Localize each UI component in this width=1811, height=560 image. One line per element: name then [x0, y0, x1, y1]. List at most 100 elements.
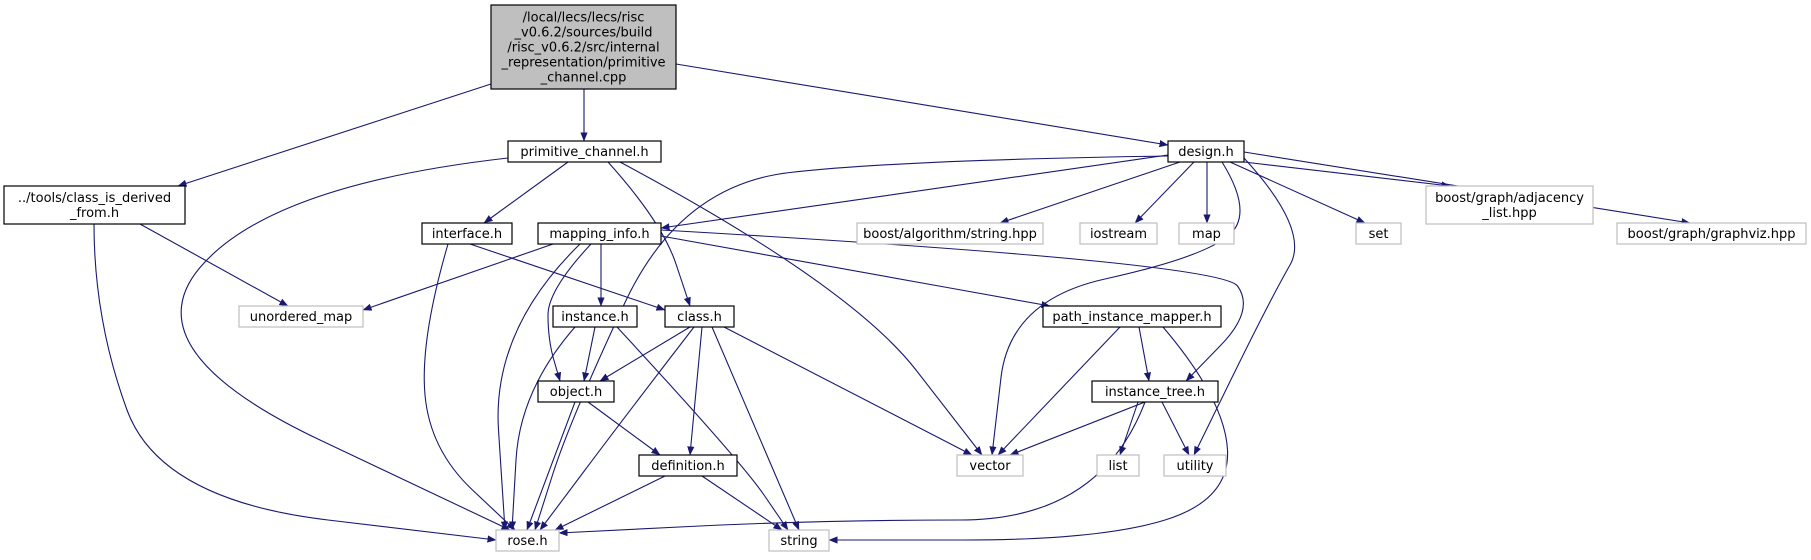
node-box: [421, 222, 513, 245]
node-instance-h[interactable]: instance.h: [552, 305, 638, 328]
edge-primitive-channel-h-to-interface-h: [483, 161, 569, 224]
node-label-line: rose.h: [507, 534, 547, 549]
edge-interface-h-to-rose-h: [423, 243, 516, 531]
node-box: [537, 222, 662, 245]
node-vector: vector: [956, 454, 1024, 477]
edge-instance-tree-h-to-vector: [1009, 401, 1146, 456]
edge-object-h-to-definition-h: [587, 401, 661, 456]
node-label-line: class.h: [677, 310, 722, 325]
edges-layer: [93, 63, 1691, 544]
node-box: [238, 305, 364, 328]
node-box: [1355, 222, 1402, 245]
edge-root-to-class-is-derived-from-h: [177, 83, 492, 187]
node-box: [1079, 222, 1158, 245]
node-label-line: mapping_info.h: [549, 227, 649, 242]
node-label-line: boost/graph/graphviz.hpp: [1628, 227, 1796, 242]
nodes-layer: /local/lecs/lecs/risc_v0.6.2/sources/bui…: [3, 4, 1807, 552]
node-label-line: _from.h: [69, 206, 119, 221]
node-label-line: instance.h: [561, 310, 628, 325]
node-design-h[interactable]: design.h: [1167, 140, 1245, 163]
edge-path-instance-mapper-h-to-vector: [997, 326, 1121, 456]
node-box: [1425, 185, 1594, 225]
edge-mapping-info-h-to-object-h: [547, 243, 592, 382]
node-mapping-info-h[interactable]: mapping_info.h: [537, 222, 662, 245]
edge-class-h-to-vector: [723, 326, 973, 456]
node-instance-tree-h[interactable]: instance_tree.h: [1091, 380, 1219, 403]
node-box: [490, 4, 677, 90]
node-map: map: [1178, 222, 1235, 245]
edge-design-h-to-boost-graph-adjacency-list-hpp: [1243, 161, 1451, 189]
node-path-instance-mapper-h[interactable]: path_instance_mapper.h: [1042, 305, 1222, 328]
node-label-line: design.h: [1178, 145, 1234, 160]
node-label-line: iostream: [1090, 227, 1147, 242]
node-label-line: string: [780, 534, 817, 549]
node-root[interactable]: /local/lecs/lecs/risc_v0.6.2/sources/bui…: [490, 4, 677, 90]
node-box: [537, 380, 615, 403]
node-label-line: _v0.6.2/sources/build: [514, 26, 653, 41]
node-label-line: /risc_v0.6.2/src/internal: [507, 41, 659, 56]
node-label-line: boost/graph/adjacency: [1435, 191, 1584, 206]
node-label-line: primitive_channel.h: [520, 145, 648, 160]
edge-design-h-to-rose-h: [534, 155, 1169, 531]
node-box: [1042, 305, 1222, 328]
node-utility: utility: [1163, 454, 1227, 477]
edge-primitive-channel-h-to-vector: [619, 161, 983, 456]
node-label-line: object.h: [550, 385, 602, 400]
node-list: list: [1096, 454, 1140, 477]
node-label-line: _representation/primitive: [500, 56, 665, 71]
node-box: [1096, 454, 1140, 477]
node-label-line: /local/lecs/lecs/risc: [523, 11, 645, 26]
node-object-h[interactable]: object.h: [537, 380, 615, 403]
node-box: [552, 305, 638, 328]
node-label-line: path_instance_mapper.h: [1052, 310, 1211, 325]
edge-mapping-info-h-to-rose-h: [497, 243, 581, 531]
node-string: string: [768, 529, 830, 552]
node-box: [638, 454, 738, 477]
node-box: [1163, 454, 1227, 477]
edge-design-h-to-mapping-info-h: [660, 154, 1169, 231]
node-label-line: utility: [1177, 459, 1214, 474]
edge-class-h-to-rose-h: [539, 326, 695, 531]
node-label-line: unordered_map: [250, 310, 353, 325]
node-label-line: vector: [969, 459, 1011, 474]
node-interface-h[interactable]: interface.h: [421, 222, 513, 245]
edge-design-h-to-iostream: [1134, 161, 1195, 224]
edge-class-h-to-definition-h: [687, 326, 703, 456]
node-definition-h[interactable]: definition.h: [638, 454, 738, 477]
node-iostream: iostream: [1079, 222, 1158, 245]
node-label-line: ../tools/class_is_derived: [18, 191, 171, 206]
node-box: [1178, 222, 1235, 245]
node-box: [495, 529, 560, 552]
node-rose-h: rose.h: [495, 529, 560, 552]
node-box: [956, 454, 1024, 477]
edge-definition-h-to-rose-h: [554, 475, 666, 531]
edge-path-instance-mapper-h-to-instance-tree-h: [1138, 326, 1151, 382]
node-box: [1167, 140, 1245, 163]
edge-instance-h-to-object-h: [582, 326, 596, 382]
node-class-is-derived-from-h[interactable]: ../tools/class_is_derived_from.h: [3, 185, 186, 225]
node-box: [664, 305, 735, 328]
node-label-line: interface.h: [432, 227, 502, 242]
edge-primitive-channel-h-to-class-h: [607, 161, 691, 307]
node-primitive-channel-h[interactable]: primitive_channel.h: [507, 140, 662, 163]
edge-mapping-info-h-to-path-instance-mapper-h: [660, 235, 1051, 309]
edge-class-h-to-object-h: [599, 326, 691, 382]
node-class-h[interactable]: class.h: [664, 305, 735, 328]
node-box: [507, 140, 662, 163]
edge-path-instance-mapper-h-to-string: [828, 326, 1229, 544]
node-box: [1616, 222, 1807, 245]
edge-class-h-to-string: [711, 326, 800, 531]
edge-interface-h-to-class-h: [469, 243, 666, 311]
edge-class-is-derived-from-h-to-unordered-map: [139, 223, 289, 307]
edge-class-is-derived-from-h-to-rose-h: [93, 223, 497, 543]
node-box: [1091, 380, 1219, 403]
edge-design-h-to-vector: [989, 161, 1241, 456]
node-boost-graph-adjacency-list-hpp: boost/graph/adjacency_list.hpp: [1425, 185, 1594, 225]
edge-object-h-to-rose-h: [526, 401, 576, 531]
edge-instance-h-to-string: [616, 326, 789, 531]
node-label-line: map: [1192, 227, 1221, 242]
edge-design-h-to-utility: [1193, 157, 1296, 456]
edge-definition-h-to-string: [701, 475, 783, 531]
edge-primitive-channel-h-to-rose-h: [180, 157, 511, 531]
